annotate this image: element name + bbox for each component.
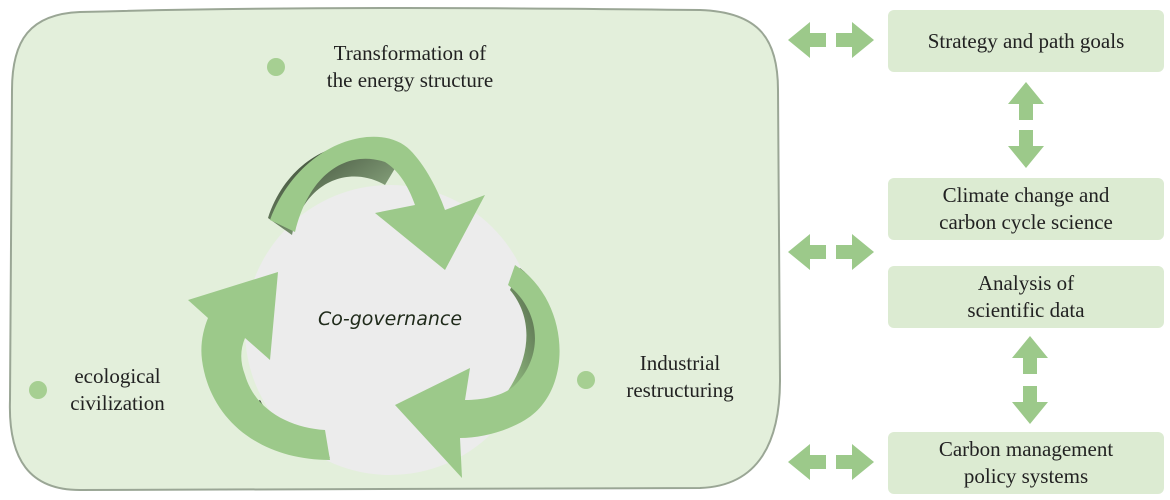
box-carbon-management-policy: Carbon management policy systems <box>888 432 1164 494</box>
label-industrial-restructuring: Industrial restructuring <box>626 351 734 402</box>
v-double-arrow-lower <box>1012 336 1048 424</box>
dot-ecology <box>29 381 47 399</box>
h-double-arrow-climate <box>788 234 874 270</box>
label-ecological-civilization: ecological civilization <box>70 364 165 415</box>
center-label-co-governance: Co-governance <box>317 308 463 330</box>
dot-industry <box>577 371 595 389</box>
label-energy-structure: Transformation of the energy structure <box>326 41 494 92</box>
dot-energy <box>267 58 285 76</box>
h-double-arrow-strategy <box>788 22 874 58</box>
box-climate-carbon-science: Climate change and carbon cycle science <box>888 178 1164 240</box>
cycle-arrow-right <box>395 265 560 478</box>
box-strategy-path-goals: Strategy and path goals <box>888 10 1164 72</box>
cycle-arrow-left <box>188 272 330 460</box>
box-analysis-scientific-data: Analysis of scientific data <box>888 266 1164 328</box>
v-double-arrow-upper <box>1008 82 1044 168</box>
cycle-arrow-top <box>268 136 485 270</box>
h-double-arrow-carbon <box>788 444 874 480</box>
